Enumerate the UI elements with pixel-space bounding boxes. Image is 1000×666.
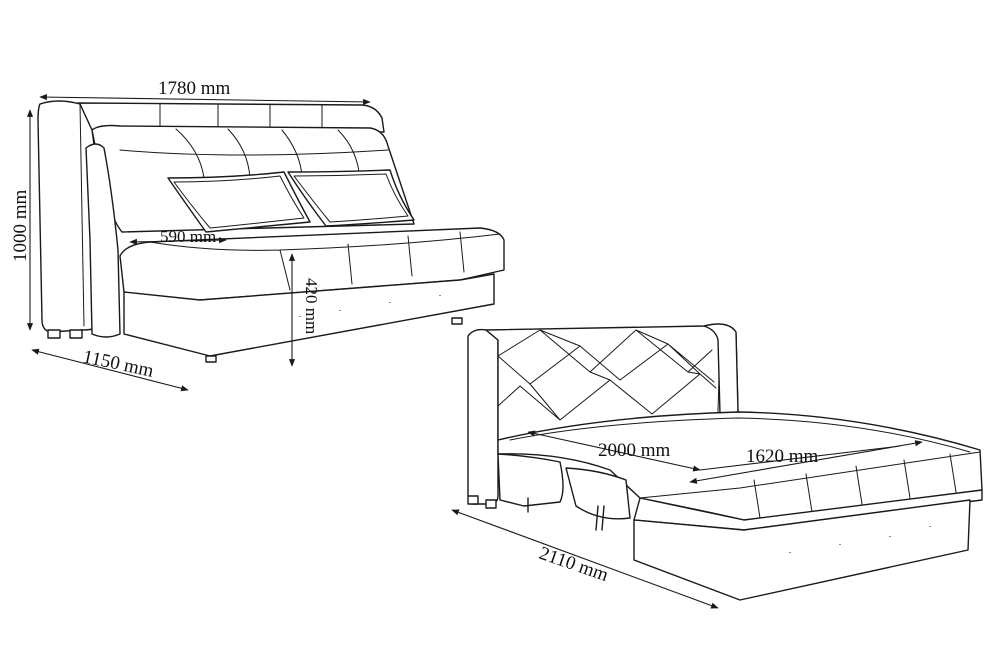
sofa-side-inner [85,143,121,338]
height-label: 1000 mm [10,189,31,262]
foot-4 [451,317,463,325]
foot-3 [205,355,217,363]
folded-sofa [37,100,505,363]
bed-mechanism [497,453,564,507]
bed-width-dimension-line [689,440,923,484]
bed-side-panel [467,328,499,505]
depth-label: 1150 mm [81,346,156,381]
bed-foot-1 [467,495,479,505]
bed-foot-2 [485,499,497,509]
width-label: 1780 mm [158,78,231,99]
foot-2 [69,329,83,339]
unfolded-length-label: 2110 mm [536,543,611,586]
seat-depth-dimension-line [129,237,227,245]
width-dimension-line [39,94,371,105]
seat-depth-label: 590 mm [160,227,216,246]
bed-length-label: 2000 mm [598,440,671,461]
unfolded-length-dimension-line [451,509,719,609]
seat-height-label: 420 mm [302,278,321,334]
depth-dimension-line [31,348,189,392]
bed-width-label: 1620 mm [746,446,819,467]
pillow-right [287,169,415,227]
headboard-quilting [497,329,717,421]
pillow-left [167,171,311,233]
sofa-base [123,273,495,357]
foot-1 [47,329,61,339]
bed-length-dimension-line [527,430,701,472]
